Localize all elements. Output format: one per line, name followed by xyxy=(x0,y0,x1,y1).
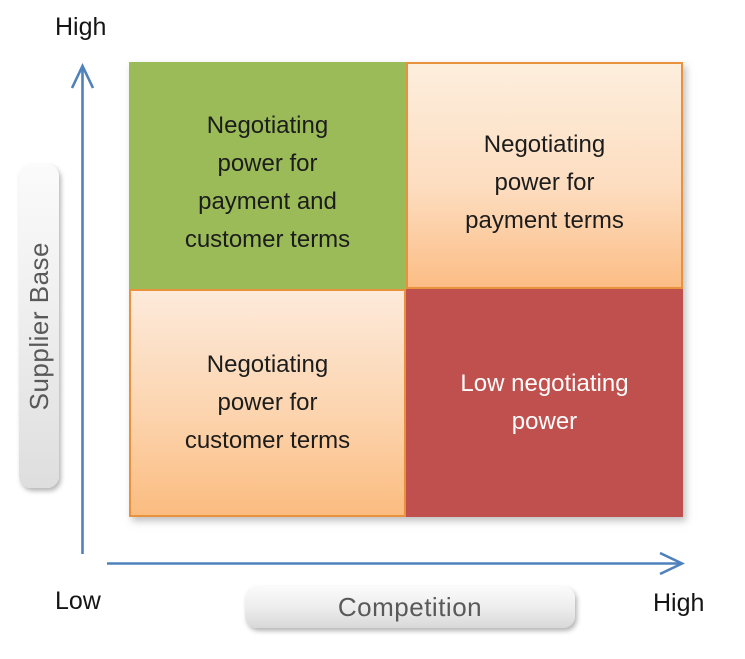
x-axis-title-pill: Competition xyxy=(245,586,575,628)
y-axis-title-pill: Supplier Base xyxy=(19,164,59,488)
y-axis-high-label: High xyxy=(55,13,107,41)
quadrant-matrix: Negotiating power for payment and custom… xyxy=(129,62,683,517)
y-axis-title: Supplier Base xyxy=(23,241,54,411)
quadrant-low-supplier-high-competition: Low negotiating power xyxy=(406,289,683,517)
quadrant-low-supplier-low-competition: Negotiating power for customer terms xyxy=(129,289,406,517)
right-arrow-icon xyxy=(107,551,686,576)
x-axis-title: Competition xyxy=(337,591,483,622)
x-axis-high-label: High xyxy=(653,589,705,617)
quadrant-high-supplier-high-competition: Negotiating power for payment terms xyxy=(406,62,683,289)
axis-low-label: Low xyxy=(55,587,101,615)
up-arrow-icon xyxy=(70,62,95,554)
quadrant-high-supplier-low-competition: Negotiating power for payment and custom… xyxy=(129,62,406,289)
